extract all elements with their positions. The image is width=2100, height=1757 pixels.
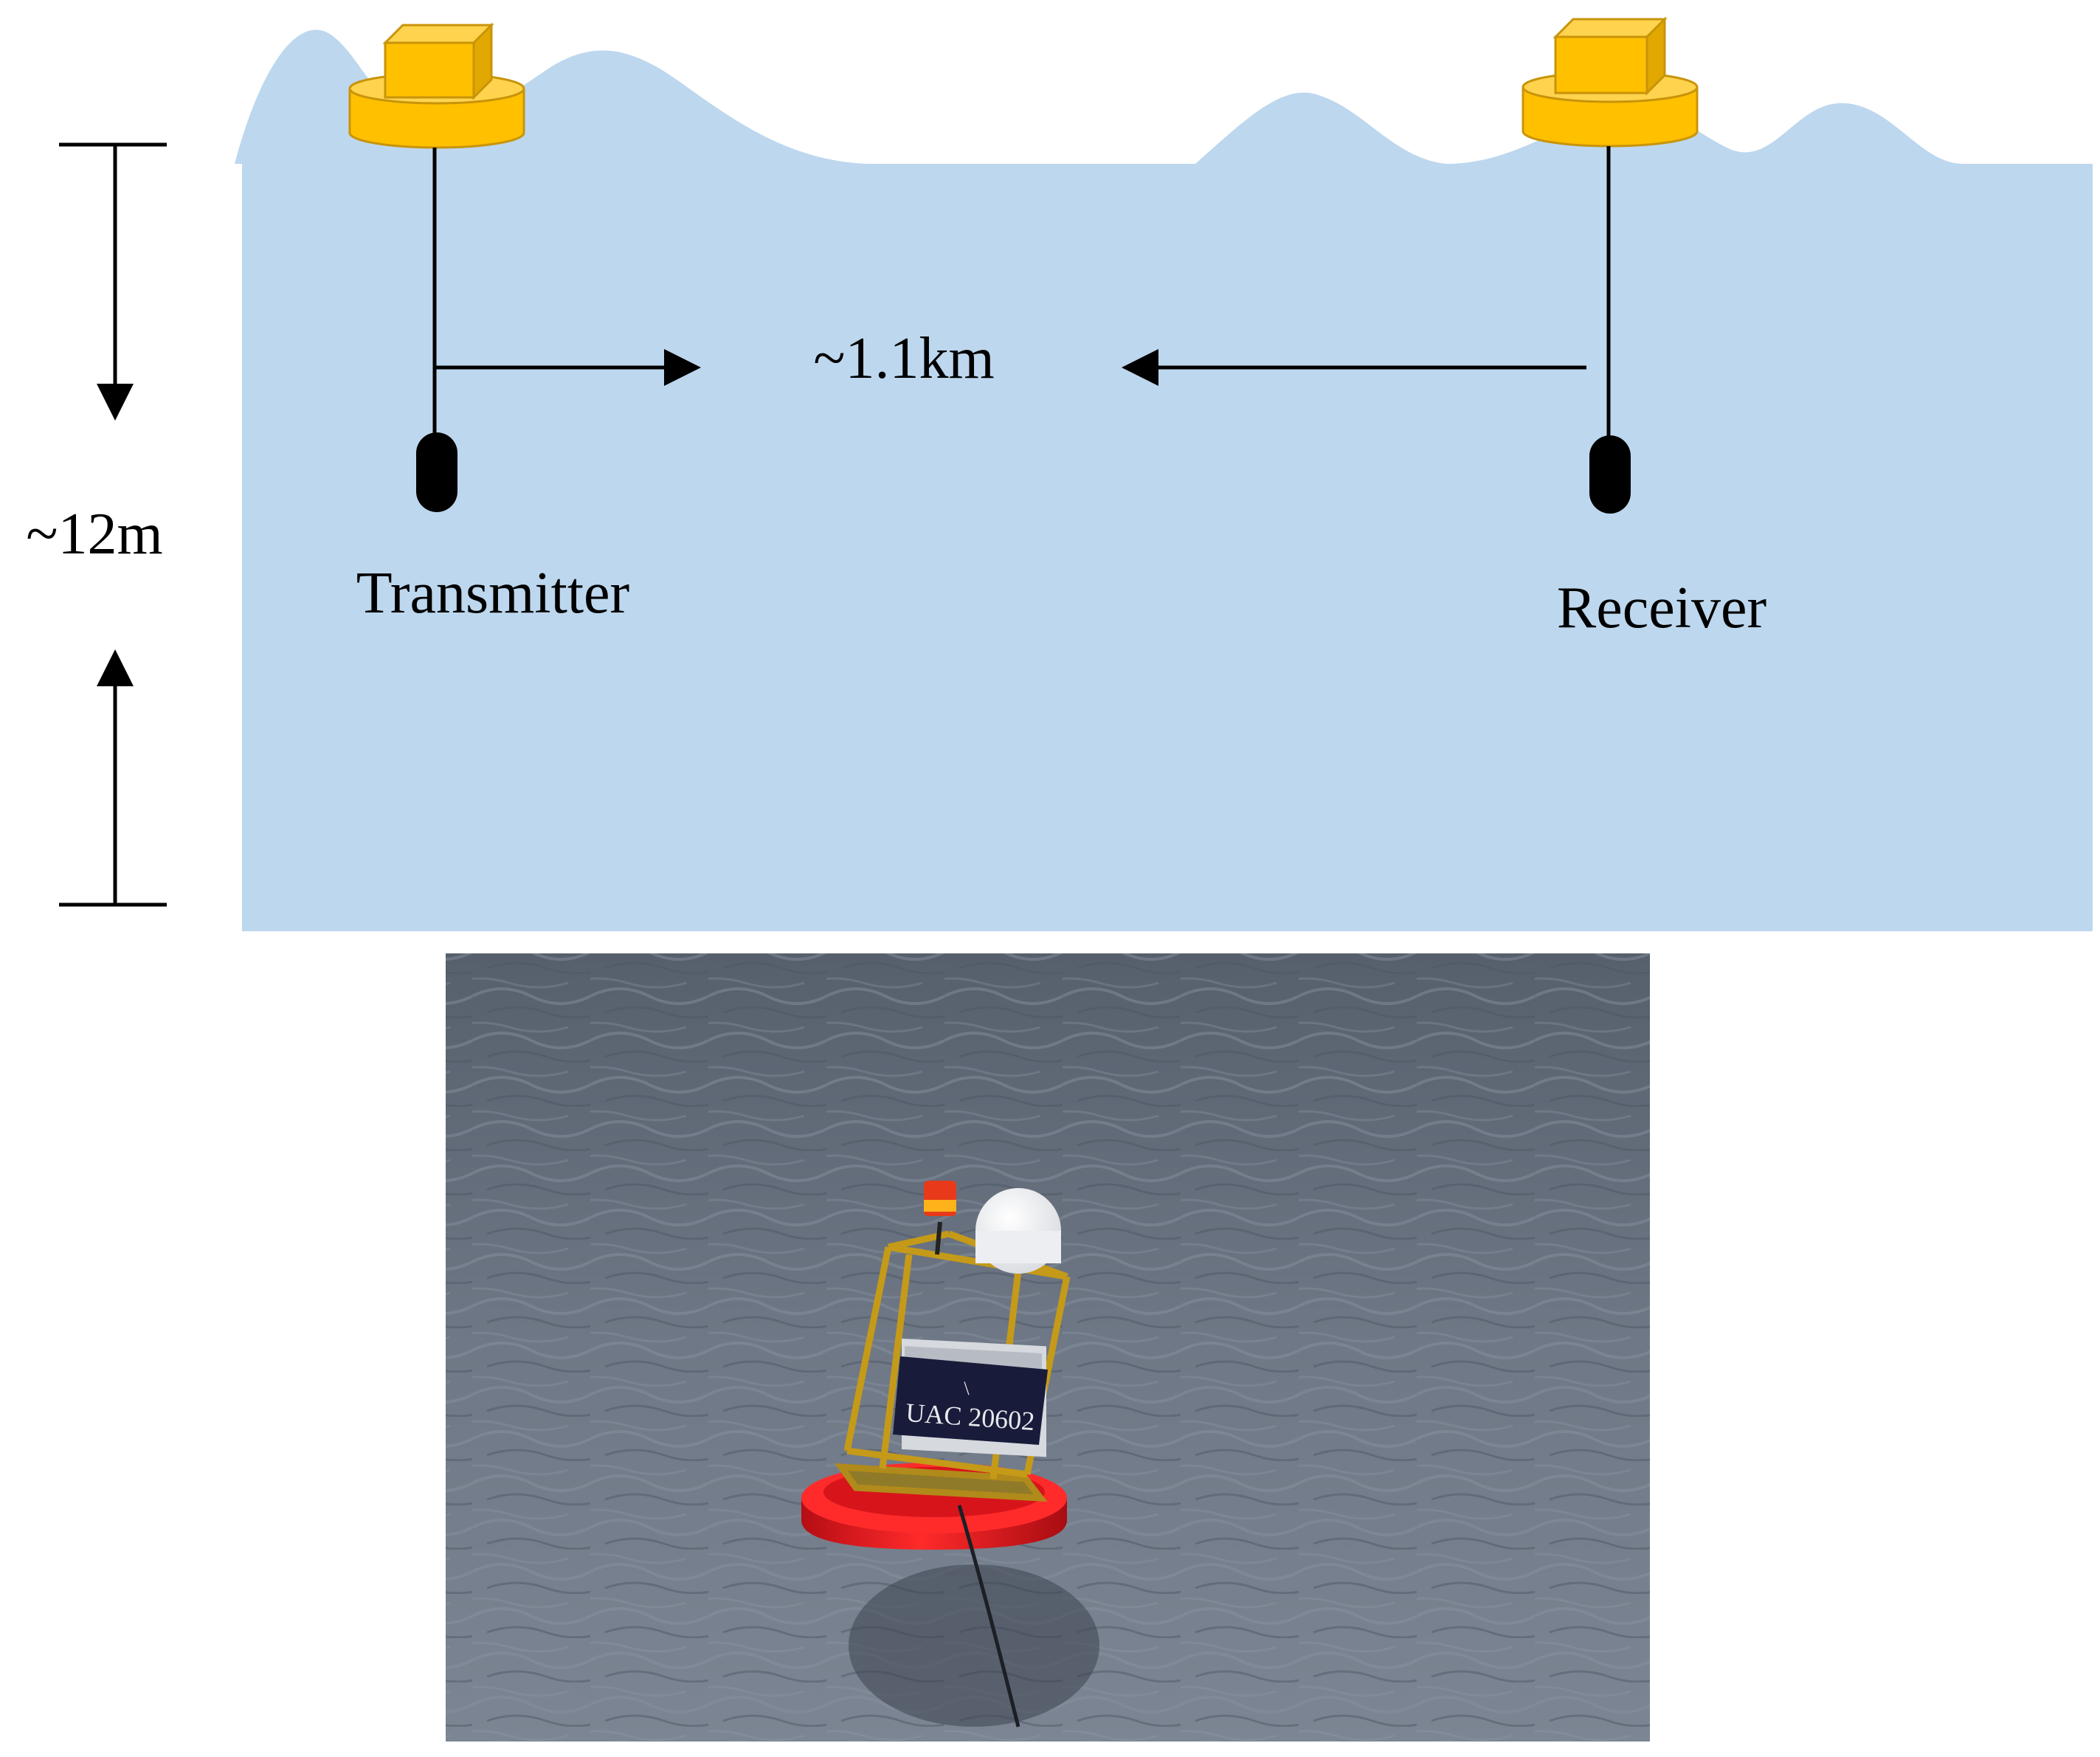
- buoy-id-plate: \ UAC 20602: [893, 1356, 1048, 1445]
- depth-label: ~12m: [26, 502, 163, 567]
- water-surface: [235, 30, 2093, 931]
- water-body: [235, 30, 2093, 931]
- transmitter-label: Transmitter: [356, 561, 629, 626]
- mooring-cable: [957, 1505, 1020, 1727]
- distance-dimension: ~1.1km: [435, 326, 1586, 391]
- depth-dimension: ~12m: [26, 142, 167, 907]
- buoy-photo: \ UAC 20602: [446, 953, 1650, 1742]
- receiver-transducer: [1589, 435, 1631, 514]
- distance-label: ~1.1km: [813, 326, 995, 391]
- transmitter-transducer: [416, 432, 457, 512]
- receiver-label: Receiver: [1557, 576, 1766, 641]
- transmitter-buoy: Transmitter: [348, 22, 629, 626]
- receiver-buoy: Receiver: [1522, 16, 1766, 641]
- buoy-plate-mark: \: [964, 1378, 970, 1399]
- beacon-light: [924, 1181, 956, 1255]
